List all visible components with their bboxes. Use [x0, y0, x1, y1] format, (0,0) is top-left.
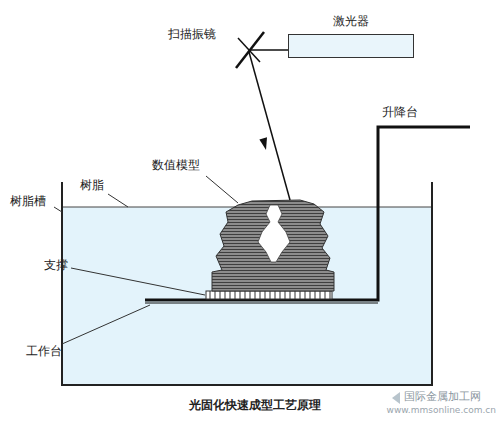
work-platform: [145, 303, 378, 304]
watermark: 国际金属加工网: [404, 390, 481, 403]
support-tick: [310, 291, 311, 299]
resin-label: 树脂: [80, 178, 104, 192]
support-tick: [230, 291, 231, 299]
model-label: 数值模型: [152, 158, 200, 172]
laser-body: [288, 34, 414, 58]
watermark-logo: [392, 392, 400, 404]
leader-line: [62, 305, 150, 344]
support-tick: [290, 291, 291, 299]
support-tick: [315, 291, 316, 299]
support-tick: [210, 291, 211, 299]
mirror-label: 扫描振镜: [168, 27, 216, 41]
support-tick: [320, 291, 321, 299]
caption: 光固化快速成型工艺原理: [189, 398, 321, 412]
leader-line: [71, 268, 205, 295]
leader-line: [108, 194, 128, 207]
elevator-label: 升降台: [382, 105, 418, 119]
support-tick: [330, 291, 331, 299]
elevator: [145, 127, 470, 300]
support-tick: [300, 291, 301, 299]
support-tick: [220, 291, 221, 299]
platform-label: 工作台: [26, 344, 62, 358]
arrowhead: [259, 137, 267, 150]
support-tick: [280, 291, 281, 299]
support-tick: [240, 291, 241, 299]
support-tick: [285, 291, 286, 299]
support-tick: [305, 291, 306, 299]
laser-beam: [251, 49, 288, 51]
support-tick: [250, 291, 251, 299]
support-tick: [225, 291, 226, 299]
scan-mirror: [236, 32, 264, 68]
leader-line: [54, 207, 62, 212]
support-ticks: [210, 291, 330, 299]
support-tick: [245, 291, 246, 299]
node-label: 激光器: [288, 14, 414, 30]
support-tick: [325, 291, 326, 299]
watermark-url: www.mmsonline.com.cn: [387, 405, 496, 416]
model-cavity: [258, 205, 290, 262]
support-label: 支撑: [44, 258, 68, 272]
support-tick: [265, 291, 266, 299]
support-tick: [275, 291, 276, 299]
support-tick: [270, 291, 271, 299]
support-tick: [215, 291, 216, 299]
leader-line: [206, 176, 238, 203]
laser-box: 激光器: [288, 14, 414, 58]
tank-label: 树脂槽: [10, 194, 46, 208]
support: [206, 291, 332, 299]
part-model: [212, 200, 334, 291]
laser-beam: [249, 52, 290, 200]
support-tick: [235, 291, 236, 299]
support-tick: [295, 291, 296, 299]
support-tick: [255, 291, 256, 299]
support-tick: [260, 291, 261, 299]
scan-mirror: [238, 38, 260, 62]
